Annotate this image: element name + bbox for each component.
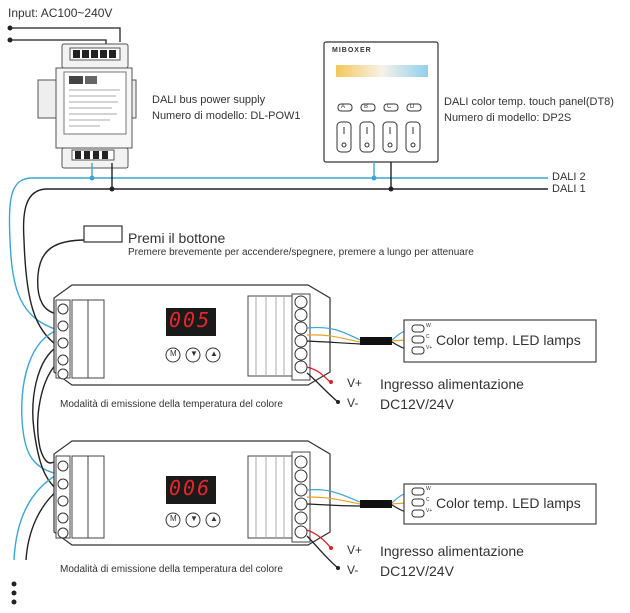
controller-1-vminus: V- bbox=[347, 396, 359, 410]
touch-panel-device bbox=[323, 41, 439, 163]
controller-2-power-label: Ingresso alimentazione bbox=[380, 543, 524, 559]
controller-1-up-icon[interactable]: ▲ bbox=[210, 349, 218, 358]
lamp-2-pin-c: C bbox=[426, 497, 430, 503]
panel-key-a: A bbox=[341, 104, 346, 110]
controller-1-power-label: Ingresso alimentazione bbox=[380, 376, 524, 392]
continuation-dots bbox=[11, 581, 17, 605]
panel-brand: MIBOXER bbox=[332, 47, 372, 54]
touch-panel-title: DALI color temp. touch panel(DT8) bbox=[444, 96, 614, 108]
controller-1-power-value: DC12V/24V bbox=[380, 396, 454, 412]
dali-2-label: DALI 2 bbox=[552, 171, 586, 183]
lamp-box-2 bbox=[403, 483, 597, 525]
controller-1-m-icon[interactable]: M bbox=[170, 349, 177, 358]
controller-2-mode-label: Modalità di emissione della temperatura … bbox=[60, 564, 283, 575]
touch-panel-model: Numero di modello: DP2S bbox=[444, 112, 572, 124]
panel-key-d: D bbox=[410, 104, 415, 110]
lamp-2-label: Color temp. LED lamps bbox=[436, 495, 581, 511]
input-label: Input: AC100~240V bbox=[8, 6, 113, 20]
dali-bus-lines bbox=[8, 162, 548, 561]
lamp-2-pin-w: W bbox=[426, 486, 431, 492]
controller-1-display: 005 bbox=[169, 308, 212, 332]
controller-2-vminus: V- bbox=[347, 563, 359, 577]
controller-2-down-icon[interactable]: ▼ bbox=[190, 514, 198, 523]
controller-1 bbox=[53, 284, 415, 404]
lamp-box-1 bbox=[403, 319, 597, 363]
controller-1-vplus: V+ bbox=[347, 376, 363, 390]
controller-2-power-value: DC12V/24V bbox=[380, 563, 454, 579]
lamp-1-label: Color temp. LED lamps bbox=[436, 332, 581, 348]
ac-input-wires bbox=[7, 25, 121, 46]
controller-1-mode-label: Modalità di emissione della temperatura … bbox=[60, 399, 283, 410]
controller-2-m-icon[interactable]: M bbox=[170, 514, 177, 523]
button-note-desc: Premere brevemente per accendere/spegner… bbox=[128, 247, 474, 258]
button-note-title: Premi il bottone bbox=[128, 230, 226, 246]
lamp-1-pin-c: C bbox=[426, 334, 430, 340]
power-supply-device bbox=[37, 43, 137, 169]
lamp-2-pin-vplus: V+ bbox=[426, 508, 433, 514]
controller-2 bbox=[53, 440, 415, 570]
power-supply-model: Numero di modello: DL-POW1 bbox=[152, 110, 301, 122]
power-supply-title: DALI bus power supply bbox=[152, 94, 266, 106]
lamp-1-pin-w: W bbox=[426, 323, 431, 329]
panel-key-c: C bbox=[387, 104, 392, 110]
panel-key-b: B bbox=[364, 104, 369, 110]
controller-2-display: 006 bbox=[169, 476, 212, 500]
lamp-1-pin-vplus: V+ bbox=[426, 345, 433, 351]
dali-1-label: DALI 1 bbox=[552, 183, 586, 195]
controller-1-down-icon[interactable]: ▼ bbox=[190, 349, 198, 358]
controller-2-up-icon[interactable]: ▲ bbox=[210, 514, 218, 523]
controller-2-vplus: V+ bbox=[347, 543, 363, 557]
